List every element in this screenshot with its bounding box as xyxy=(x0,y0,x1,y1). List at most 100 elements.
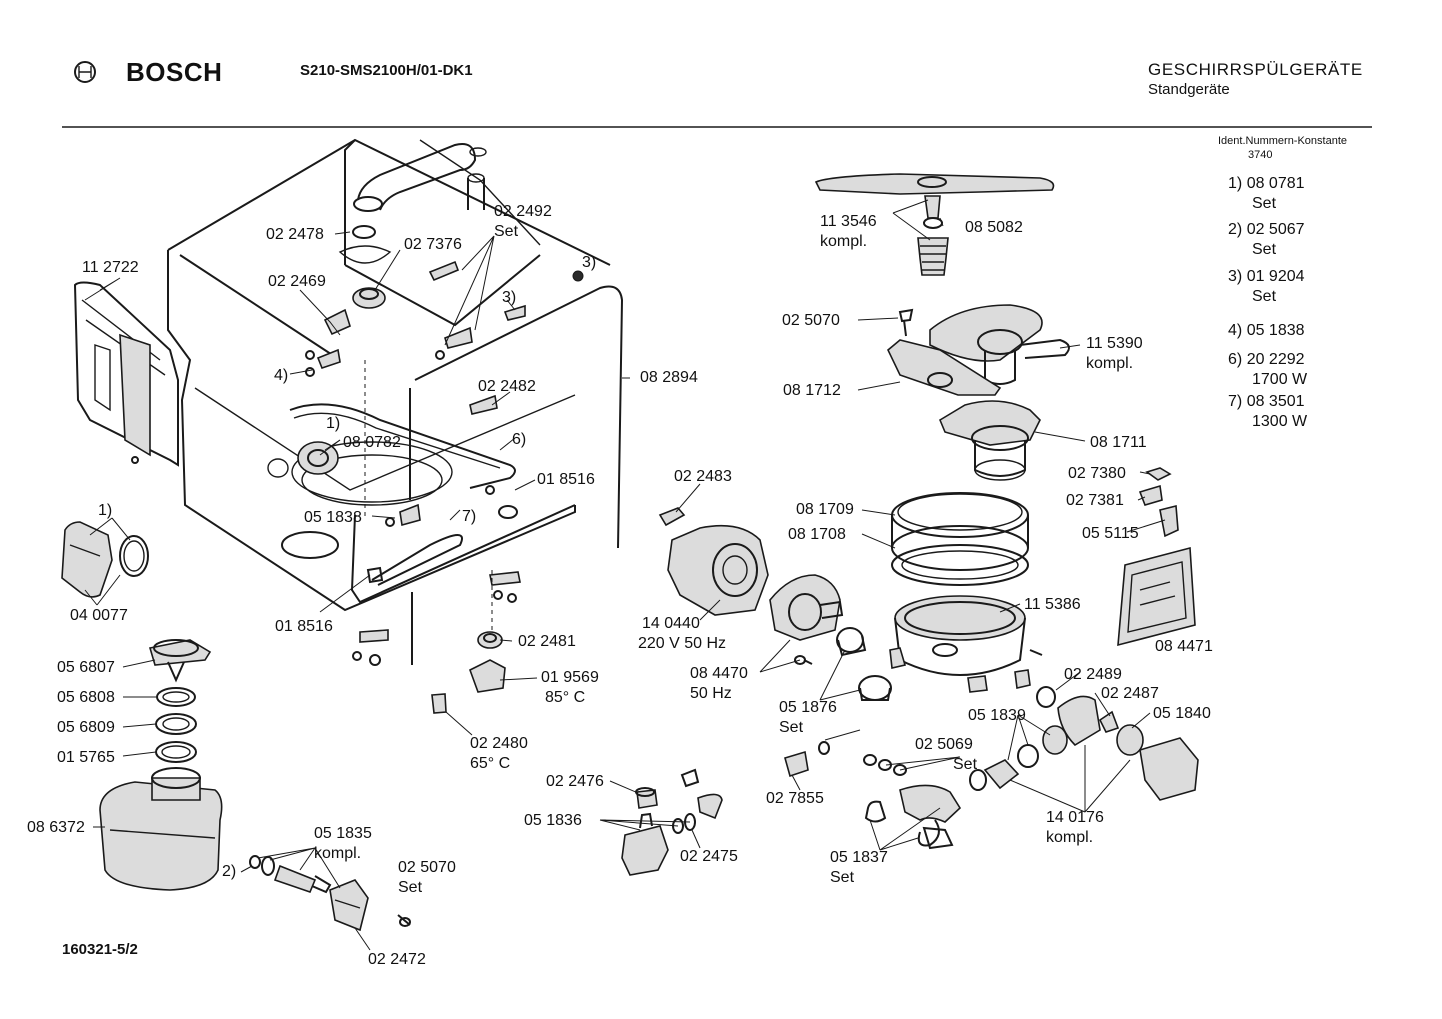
legend-note: Set xyxy=(1252,241,1277,258)
part-upper-spray-arm xyxy=(814,173,1055,276)
part-label: 08 4471 xyxy=(1155,638,1213,655)
part-sump-housing xyxy=(889,595,1043,693)
legend-item: 6) 20 2292 1700 W xyxy=(1228,350,1307,390)
part-label: 02 2481 xyxy=(518,633,576,650)
callout-marker: 1) xyxy=(326,415,341,432)
legend-code: 08 0781 xyxy=(1246,175,1305,192)
part-label: 05 1838 xyxy=(304,509,362,526)
category-title: GESCHIRRSPÜLGERÄTE xyxy=(1148,60,1363,79)
legend-item: 7) 08 3501 1300 W xyxy=(1228,392,1307,432)
part-label: 02 7380 xyxy=(1068,465,1126,482)
legend-code: 08 3501 xyxy=(1246,393,1305,410)
part-label: 02 7855 xyxy=(766,790,824,807)
legend-note: Set xyxy=(1252,195,1277,212)
part-label: 02 2469 xyxy=(268,273,326,290)
category-subtitle: Standgeräte xyxy=(1148,81,1230,98)
part-inlet-valve xyxy=(621,768,723,876)
part-label: 01 8516 xyxy=(537,471,595,488)
document-number: 160321-5/2 xyxy=(62,941,138,958)
constant-title: Ident.Nummern-Konstante xyxy=(1218,135,1348,147)
callout-marker: 4) xyxy=(274,367,289,384)
part-label: 08 1711 xyxy=(1090,434,1147,451)
part-label: 02 2472 xyxy=(368,951,426,968)
legend-code: 05 1838 xyxy=(1246,322,1305,339)
legend-code: 20 2292 xyxy=(1246,351,1305,368)
part-label: 11 5386 xyxy=(1024,596,1081,613)
part-label: 02 2482 xyxy=(478,378,536,395)
part-label: 05 6809 xyxy=(57,719,115,736)
part-label: 05 1839 xyxy=(968,707,1026,724)
part-drain-assembly xyxy=(784,686,1199,850)
part-circulation-pump xyxy=(658,507,892,701)
part-label: 02 2489 xyxy=(1064,666,1122,683)
part-control-panel-board xyxy=(1117,546,1196,647)
part-label: 02 2475 xyxy=(680,848,738,865)
legend-num: 1) xyxy=(1228,175,1243,192)
constant-value: 3740 xyxy=(1248,149,1273,161)
part-door-hinge-bracket xyxy=(73,281,179,467)
tub-cabinet xyxy=(167,138,624,666)
model-number: S210-SMS2100H/01-DK1 xyxy=(300,62,473,79)
part-label: 08 2894 xyxy=(640,369,698,386)
part-label: 02 7376 xyxy=(404,236,462,253)
part-label: 04 0077 xyxy=(70,607,128,624)
part-label: 08 1709 xyxy=(796,501,854,518)
bosch-logo-icon xyxy=(74,61,96,83)
legend-code: 02 5067 xyxy=(1246,221,1305,238)
part-aquastop-valve xyxy=(249,855,411,932)
legend-num: 6) xyxy=(1228,351,1243,368)
legend-num: 2) xyxy=(1228,221,1243,238)
part-label: 05 1840 xyxy=(1153,705,1211,722)
legend-note: 1700 W xyxy=(1252,371,1308,388)
callout-marker: 3) xyxy=(582,254,597,271)
legend-note: Set xyxy=(1252,288,1277,305)
part-thermostat xyxy=(431,631,506,714)
callout-marker: 6) xyxy=(512,431,527,448)
part-screw-025070 xyxy=(898,308,914,337)
legend-code: 01 9204 xyxy=(1246,268,1305,285)
callout-marker: 1) xyxy=(98,502,113,519)
brand-name: BOSCH xyxy=(126,57,223,87)
part-label: 02 5070 xyxy=(782,312,840,329)
legend-num: 3) xyxy=(1228,268,1243,285)
callout-marker: 7) xyxy=(462,508,477,525)
part-label: 08 0782 xyxy=(343,434,401,451)
part-filter-assembly xyxy=(887,304,1070,481)
callout-marker: 3) xyxy=(502,289,517,306)
legend-num: 7) xyxy=(1228,393,1243,410)
part-clips xyxy=(1138,467,1179,538)
part-040077-cover xyxy=(61,521,149,598)
legend-note: 1300 W xyxy=(1252,413,1308,430)
part-water-softener-stack xyxy=(99,639,223,891)
part-label: 02 2487 xyxy=(1101,685,1159,702)
part-label: 02 2476 xyxy=(546,773,604,790)
part-label: 01 5765 xyxy=(57,749,115,766)
part-label: 08 1712 xyxy=(783,382,841,399)
part-label: 01 8516 xyxy=(275,618,333,635)
part-label: 08 5082 xyxy=(965,219,1023,236)
part-label: 05 6807 xyxy=(57,659,115,676)
part-label: 05 5115 xyxy=(1082,525,1139,542)
part-label: 02 2478 xyxy=(266,226,324,243)
part-label: 02 2483 xyxy=(674,468,732,485)
legend-item: 4) 05 1838 xyxy=(1228,321,1305,341)
part-label: 05 1836 xyxy=(524,812,582,829)
part-label: 05 6808 xyxy=(57,689,115,706)
leader-lines xyxy=(84,199,1166,951)
part-label: 02 7381 xyxy=(1066,492,1124,509)
